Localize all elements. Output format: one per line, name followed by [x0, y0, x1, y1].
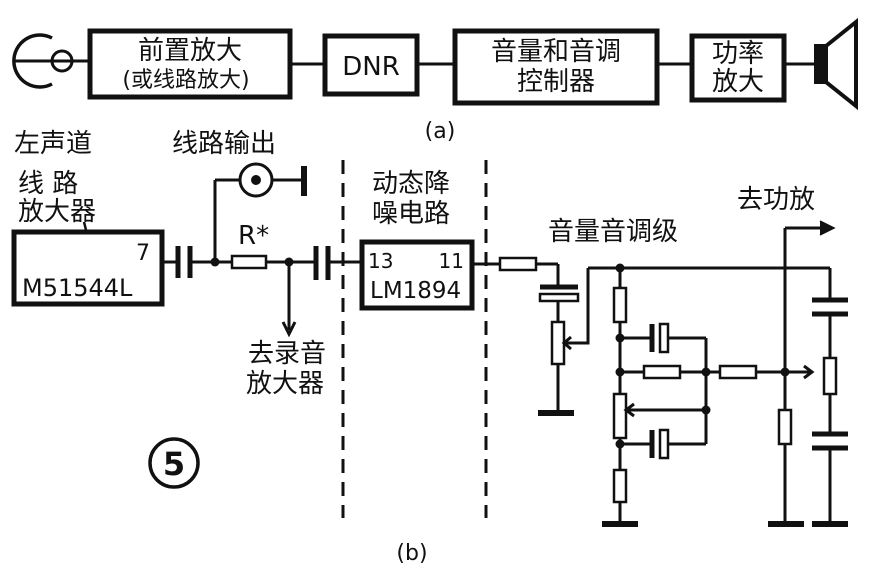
preamp-label: 前置放大: [138, 36, 242, 66]
resistor-label: R*: [238, 221, 269, 251]
figure-number: 5: [163, 445, 185, 483]
tone-resistor-bottom: [612, 468, 628, 504]
tone-resistor-top: [612, 286, 628, 324]
dnr-block: DNR: [322, 33, 420, 97]
line-out-label: 线路输出: [172, 129, 276, 159]
line-out-jack-icon: [238, 162, 307, 198]
speaker-icon: [814, 17, 858, 111]
mid-resistor: [718, 364, 758, 380]
tone-sublabel: 控制器: [517, 67, 595, 97]
part-b-label: (b): [396, 541, 427, 566]
record-amp-sublabel: 放大器: [246, 369, 324, 399]
chip-m51544l-label: M51544L: [22, 274, 133, 302]
figure-number-badge: 5: [148, 437, 200, 489]
line-amp-sublabel: 放大器: [18, 197, 96, 227]
tone-label: 音量和音调: [491, 37, 621, 67]
volume-potentiometer: [550, 268, 590, 366]
power-label: 功率: [712, 39, 764, 69]
preamp-block: 前置放大 (或线路放大): [87, 28, 293, 100]
chip-pin-11: 11: [439, 249, 464, 273]
chip-lm1894-label: LM1894: [370, 278, 461, 304]
power-sublabel: 放大: [712, 67, 764, 97]
cassette-head-icon: [12, 33, 74, 89]
tone-stage-label: 音量音调级: [548, 217, 678, 247]
bass-resistor: [642, 364, 682, 380]
dnr-label: DNR: [342, 52, 400, 82]
output-volume-potentiometer: [822, 356, 838, 396]
left-channel-label: 左声道: [14, 129, 92, 159]
chip-pin-13: 13: [368, 249, 393, 273]
power-amp-block: 功率 放大: [689, 33, 787, 103]
treble-potentiometer: [612, 392, 628, 440]
record-amp-label: 去录音: [248, 339, 326, 369]
lm1894-chip: 13 11 LM1894: [359, 239, 475, 311]
part-a-label: (a): [425, 119, 456, 144]
coupling-capacitor-2: [313, 246, 331, 280]
preamp-sublabel: (或线路放大): [122, 68, 249, 93]
volume-tone-block: 音量和音调 控制器: [452, 28, 660, 106]
output-electrolytic-capacitor: [538, 284, 580, 303]
to-power-amp-label: 去功放: [737, 185, 815, 215]
output-resistor: [498, 256, 538, 272]
coupling-capacitor-1: [175, 246, 193, 278]
chip-pin-7: 7: [136, 241, 150, 266]
resistor-r-star: [230, 254, 268, 270]
line-amp-label: 线 路: [18, 169, 78, 199]
m51544l-chip: 7 M51544L: [11, 229, 165, 307]
dnr-section-title: 动态降: [372, 169, 450, 199]
output-ground-resistor: [777, 408, 793, 446]
dnr-section-subtitle: 噪电路: [372, 199, 450, 229]
